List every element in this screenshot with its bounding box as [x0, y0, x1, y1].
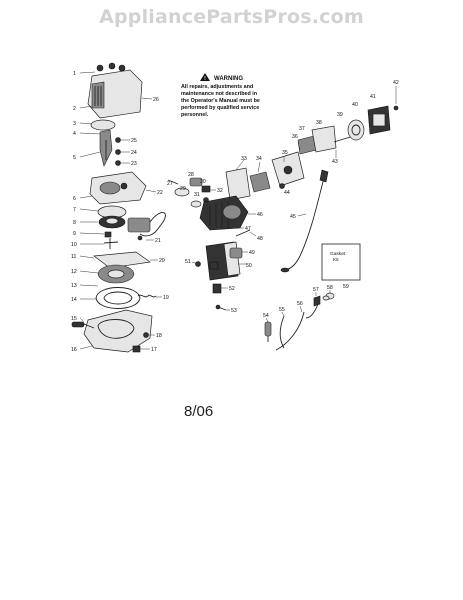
- warning-notice: ! WARNING All repairs, adjustments and m…: [181, 73, 260, 118]
- part-number-17: 17: [151, 347, 157, 353]
- flywheel-parts: [79, 215, 126, 249]
- part-number-22: 22: [157, 190, 163, 196]
- warning-line-3: the Operator's Manual must be: [181, 98, 260, 104]
- part-number-5: 5: [73, 155, 76, 161]
- part-number-3: 3: [73, 121, 76, 127]
- part-number-42: 42: [393, 80, 399, 86]
- part-number-49: 49: [249, 250, 255, 256]
- fuel-filter-and-lines: [264, 290, 335, 351]
- part-number-6: 6: [73, 196, 76, 202]
- part-number-26: 26: [153, 97, 159, 103]
- part-number-10: 10: [71, 242, 77, 248]
- engine-cover: [79, 62, 153, 119]
- warning-line-5: personnel.: [181, 112, 209, 118]
- part-number-53: 53: [231, 308, 237, 314]
- part-number-callouts: 1 2 3 4 5 6 7 8 9 10 11 12 13 14 15 16 1…: [71, 71, 399, 353]
- part-number-12: 12: [71, 269, 77, 275]
- part-number-40: 40: [352, 102, 358, 108]
- part-number-41: 41: [370, 94, 376, 100]
- part-number-31: 31: [194, 192, 200, 198]
- fuel-line: [280, 169, 329, 273]
- part-number-45: 45: [290, 214, 296, 220]
- part-number-21: 21: [155, 238, 161, 244]
- diagram-date: 8/06: [184, 403, 213, 420]
- part-number-23: 23: [131, 161, 137, 167]
- part-number-36: 36: [292, 134, 298, 140]
- part-number-28: 28: [188, 172, 194, 178]
- gasket-kit-label: Gasket: [330, 251, 346, 257]
- ignition-module: [127, 212, 166, 241]
- starter-housing: [71, 309, 155, 353]
- part-number-19: 19: [163, 295, 169, 301]
- gasket-kit-box: Gasket Kit 59: [321, 243, 361, 290]
- part-number-46: 46: [257, 212, 263, 218]
- part-number-18: 18: [156, 333, 162, 339]
- part-number-15: 15: [71, 316, 77, 322]
- part-number-58: 58: [327, 285, 333, 291]
- part-number-50: 50: [246, 263, 252, 269]
- gasket-kit-label-2: Kit: [333, 257, 339, 263]
- warning-line-4: performed by qualified service: [181, 105, 259, 111]
- part-number-24: 24: [131, 150, 137, 156]
- part-number-16: 16: [71, 347, 77, 353]
- svg-text:!: !: [204, 76, 206, 82]
- part-number-48: 48: [257, 236, 263, 242]
- part-number-27: 27: [167, 181, 173, 187]
- part-number-55: 55: [279, 307, 285, 313]
- warning-title: WARNING: [214, 76, 243, 82]
- part-number-1: 1: [73, 71, 76, 77]
- crankcase-housing: [79, 171, 157, 219]
- part-number-32: 32: [217, 188, 223, 194]
- part-number-44: 44: [284, 190, 290, 196]
- ignition-parts: [79, 119, 130, 167]
- part-number-35: 35: [282, 150, 288, 156]
- part-number-20: 20: [159, 258, 165, 264]
- warning-triangle-icon: [200, 73, 210, 81]
- part-number-8: 8: [73, 220, 76, 226]
- carburetor-and-air-filter: [249, 86, 399, 193]
- cylinder-assembly: [199, 159, 257, 237]
- part-number-39: 39: [337, 112, 343, 118]
- part-number-14: 14: [71, 297, 77, 303]
- part-number-11: 11: [71, 254, 76, 260]
- part-number-57: 57: [313, 287, 319, 293]
- part-number-13: 13: [71, 283, 77, 289]
- part-number-2: 2: [73, 106, 76, 112]
- part-number-43: 43: [332, 159, 338, 165]
- intake-parts: [167, 177, 216, 208]
- part-number-38: 38: [316, 120, 322, 126]
- part-number-59: 59: [343, 284, 349, 290]
- part-number-25: 25: [131, 138, 137, 144]
- part-number-29: 29: [180, 186, 186, 192]
- part-number-47: 47: [245, 226, 251, 232]
- part-number-52: 52: [229, 286, 235, 292]
- part-number-4: 4: [73, 131, 76, 137]
- site-watermark-header: AppliancePartsPros.com: [99, 6, 364, 28]
- muffler-assembly: [191, 241, 248, 311]
- part-number-9: 9: [73, 231, 76, 237]
- part-number-7: 7: [73, 207, 76, 213]
- warning-line-2: maintenance not described in: [181, 91, 257, 97]
- part-number-37: 37: [299, 126, 305, 132]
- part-number-34: 34: [256, 156, 262, 162]
- part-number-56: 56: [297, 301, 303, 307]
- part-number-33: 33: [241, 156, 247, 162]
- part-number-51: 51: [185, 259, 191, 265]
- part-number-54: 54: [263, 313, 269, 319]
- starter-assembly: [79, 251, 162, 309]
- warning-line-1: All repairs, adjustments and: [181, 84, 253, 90]
- part-number-30: 30: [200, 179, 206, 185]
